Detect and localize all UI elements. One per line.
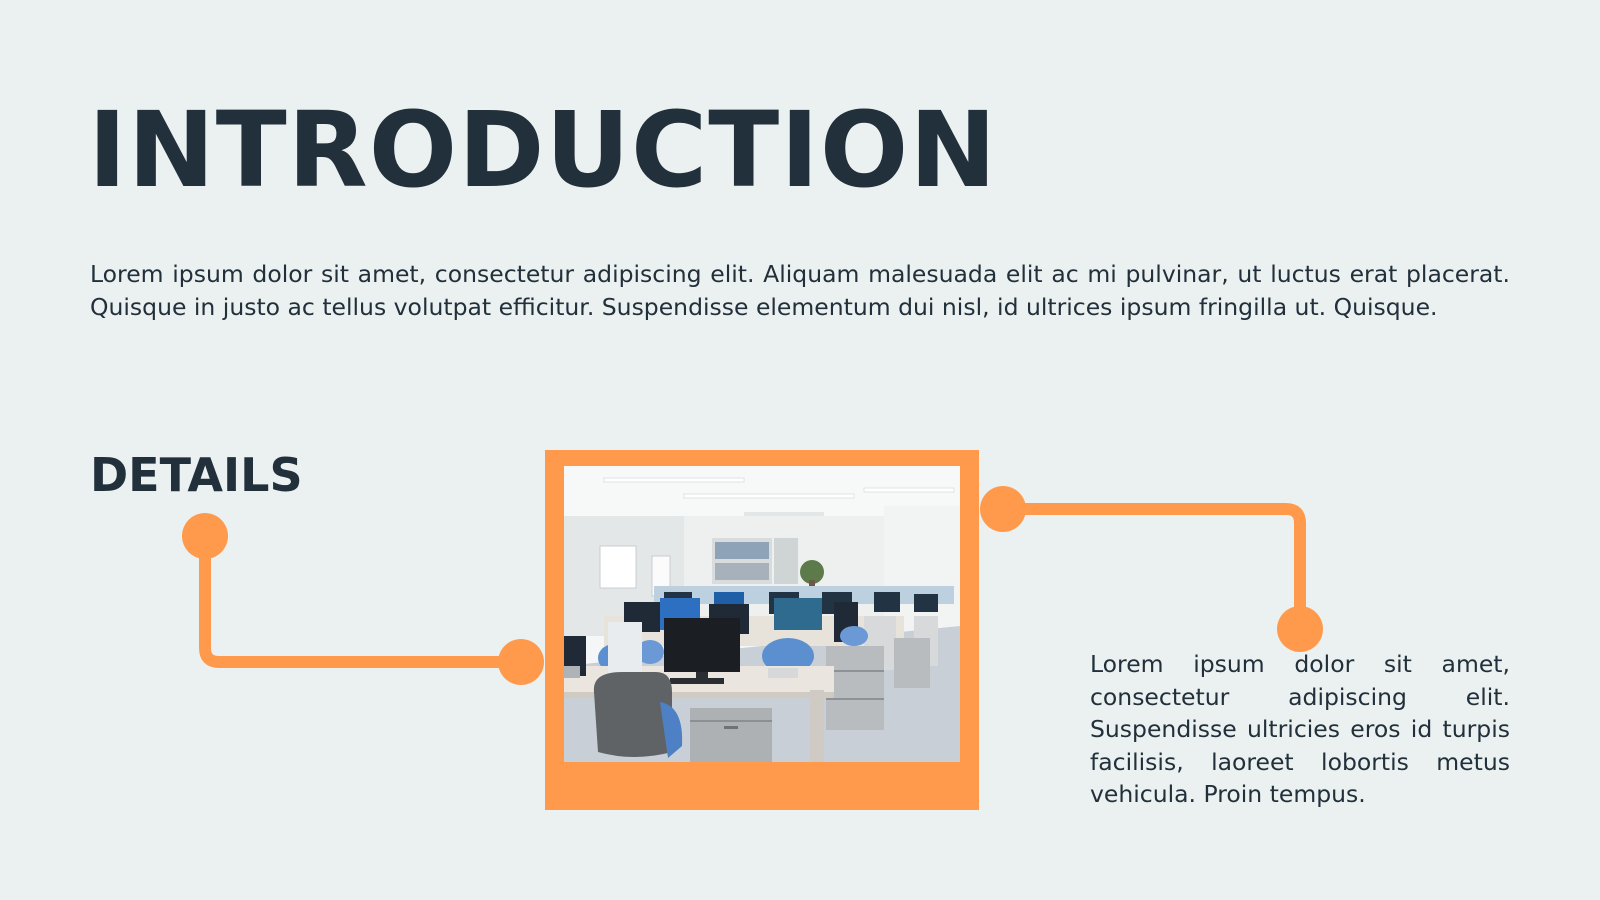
left-connector-start-dot <box>182 513 228 559</box>
left-connector-end-dot <box>498 639 544 685</box>
office-photo <box>564 466 960 762</box>
right-connector-end-dot <box>1277 606 1323 652</box>
photo-frame <box>545 450 979 810</box>
right-connector-start-dot <box>980 486 1026 532</box>
left-connector <box>182 513 544 685</box>
right-connector <box>980 486 1323 652</box>
details-heading: DETAILS <box>90 448 303 502</box>
intro-paragraph: Lorem ipsum dolor sit amet, consectetur … <box>90 260 1510 321</box>
office-illustration <box>564 466 960 762</box>
slide-title: INTRODUCTION <box>88 89 998 211</box>
details-paragraph: Lorem ipsum dolor sit amet, consectetur … <box>1090 650 1510 808</box>
